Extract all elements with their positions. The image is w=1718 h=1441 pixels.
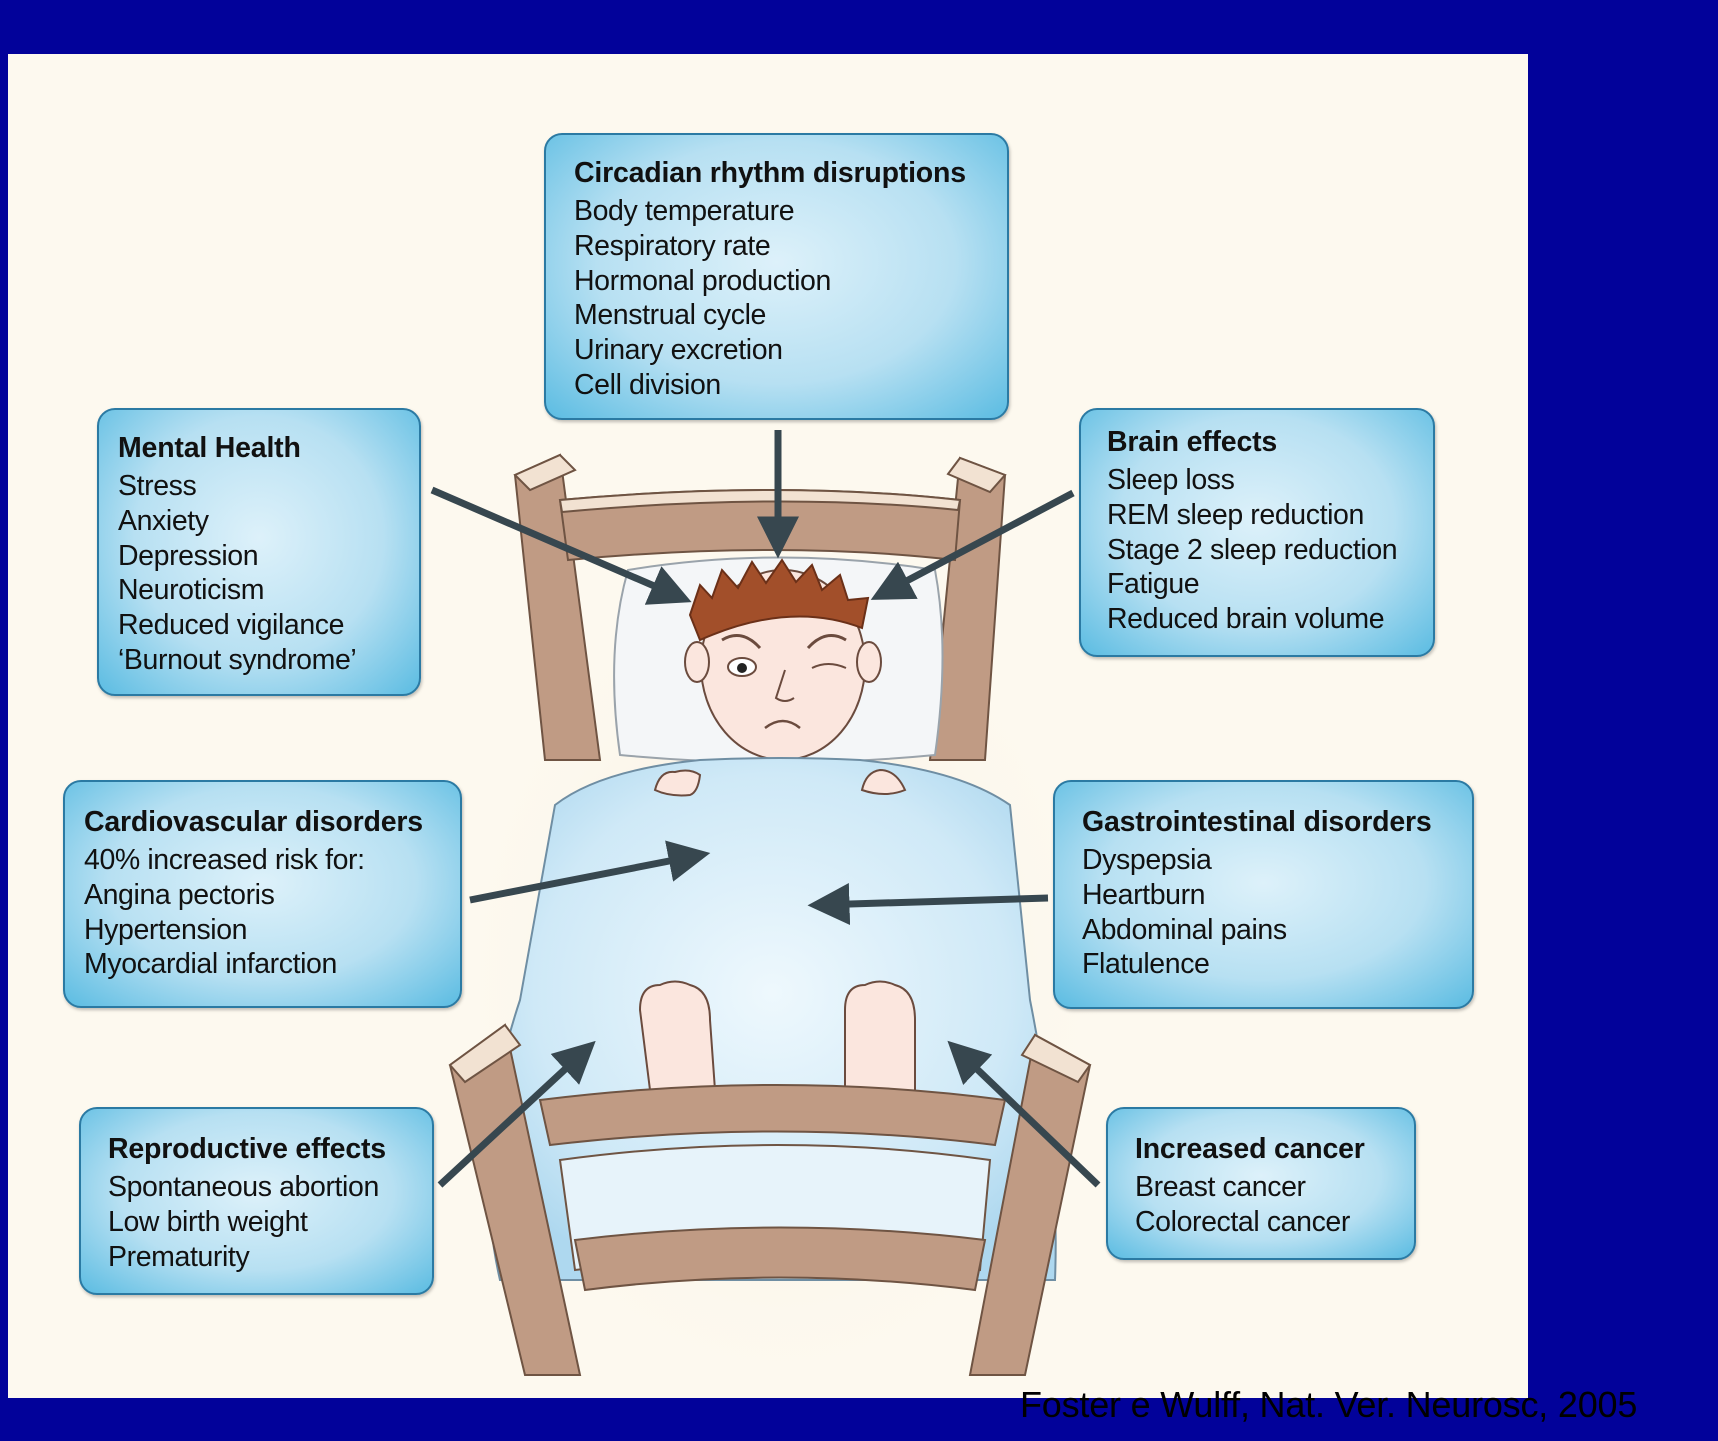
- list-item: Respiratory rate: [574, 229, 987, 264]
- box-title: Brain effects: [1107, 426, 1413, 459]
- box-item-list: Sleep loss REM sleep reduction Stage 2 s…: [1107, 463, 1413, 637]
- box-item-list: Dyspepsia Heartburn Abdominal pains Flat…: [1082, 843, 1452, 982]
- list-item: Stress: [118, 469, 399, 504]
- box-title: Gastrointestinal disorders: [1082, 806, 1452, 839]
- list-item: Sleep loss: [1107, 463, 1413, 498]
- list-item: Stage 2 sleep reduction: [1107, 533, 1413, 568]
- list-item: Spontaneous abortion: [108, 1170, 412, 1205]
- box-item-list: Breast cancer Colorectal cancer: [1135, 1170, 1394, 1240]
- list-item: Low birth weight: [108, 1205, 412, 1240]
- list-item: Fatigue: [1107, 567, 1413, 602]
- list-item: Anxiety: [118, 504, 399, 539]
- list-item: Urinary excretion: [574, 333, 987, 368]
- list-item: Menstrual cycle: [574, 298, 987, 333]
- list-item: Body temperature: [574, 194, 987, 229]
- box-item-list: Spontaneous abortion Low birth weight Pr…: [108, 1170, 412, 1274]
- list-item: Heartburn: [1082, 878, 1452, 913]
- list-item: REM sleep reduction: [1107, 498, 1413, 533]
- list-item: Neuroticism: [118, 573, 399, 608]
- cardiovascular-box: Cardiovascular disorders 40% increased r…: [63, 780, 462, 1008]
- box-title: Mental Health: [118, 432, 399, 465]
- citation-text: Foster e Wulff, Nat. Ver. Neurosc, 2005: [1020, 1384, 1637, 1426]
- box-item-list: Body temperature Respiratory rate Hormon…: [574, 194, 987, 403]
- list-item: Colorectal cancer: [1135, 1205, 1394, 1240]
- list-item: Flatulence: [1082, 947, 1452, 982]
- reproductive-box: Reproductive effects Spontaneous abortio…: [79, 1107, 434, 1295]
- gastrointestinal-box: Gastrointestinal disorders Dyspepsia Hea…: [1053, 780, 1474, 1009]
- box-title: Reproductive effects: [108, 1133, 412, 1166]
- circadian-rhythm-box: Circadian rhythm disruptions Body temper…: [544, 133, 1009, 420]
- list-item: Dyspepsia: [1082, 843, 1452, 878]
- list-item: Reduced brain volume: [1107, 602, 1413, 637]
- mental-health-box: Mental Health Stress Anxiety Depression …: [97, 408, 421, 696]
- box-title: Cardiovascular disorders: [84, 806, 440, 839]
- list-item: Depression: [118, 539, 399, 574]
- list-item: 40% increased risk for:: [84, 843, 440, 878]
- list-item: Prematurity: [108, 1240, 412, 1275]
- list-item: Myocardial infarction: [84, 947, 440, 982]
- box-item-list: Stress Anxiety Depression Neuroticism Re…: [118, 469, 399, 678]
- list-item: Breast cancer: [1135, 1170, 1394, 1205]
- list-item: ‘Burnout syndrome’: [118, 643, 399, 678]
- list-item: Abdominal pains: [1082, 913, 1452, 948]
- brain-effects-box: Brain effects Sleep loss REM sleep reduc…: [1079, 408, 1435, 657]
- box-title: Circadian rhythm disruptions: [574, 157, 987, 190]
- list-item: Hormonal production: [574, 264, 987, 299]
- list-item: Reduced vigilance: [118, 608, 399, 643]
- list-item: Cell division: [574, 368, 987, 403]
- list-item: Angina pectoris: [84, 878, 440, 913]
- list-item: Hypertension: [84, 913, 440, 948]
- box-item-list: 40% increased risk for: Angina pectoris …: [84, 843, 440, 982]
- increased-cancer-box: Increased cancer Breast cancer Colorecta…: [1106, 1107, 1416, 1260]
- box-title: Increased cancer: [1135, 1133, 1394, 1166]
